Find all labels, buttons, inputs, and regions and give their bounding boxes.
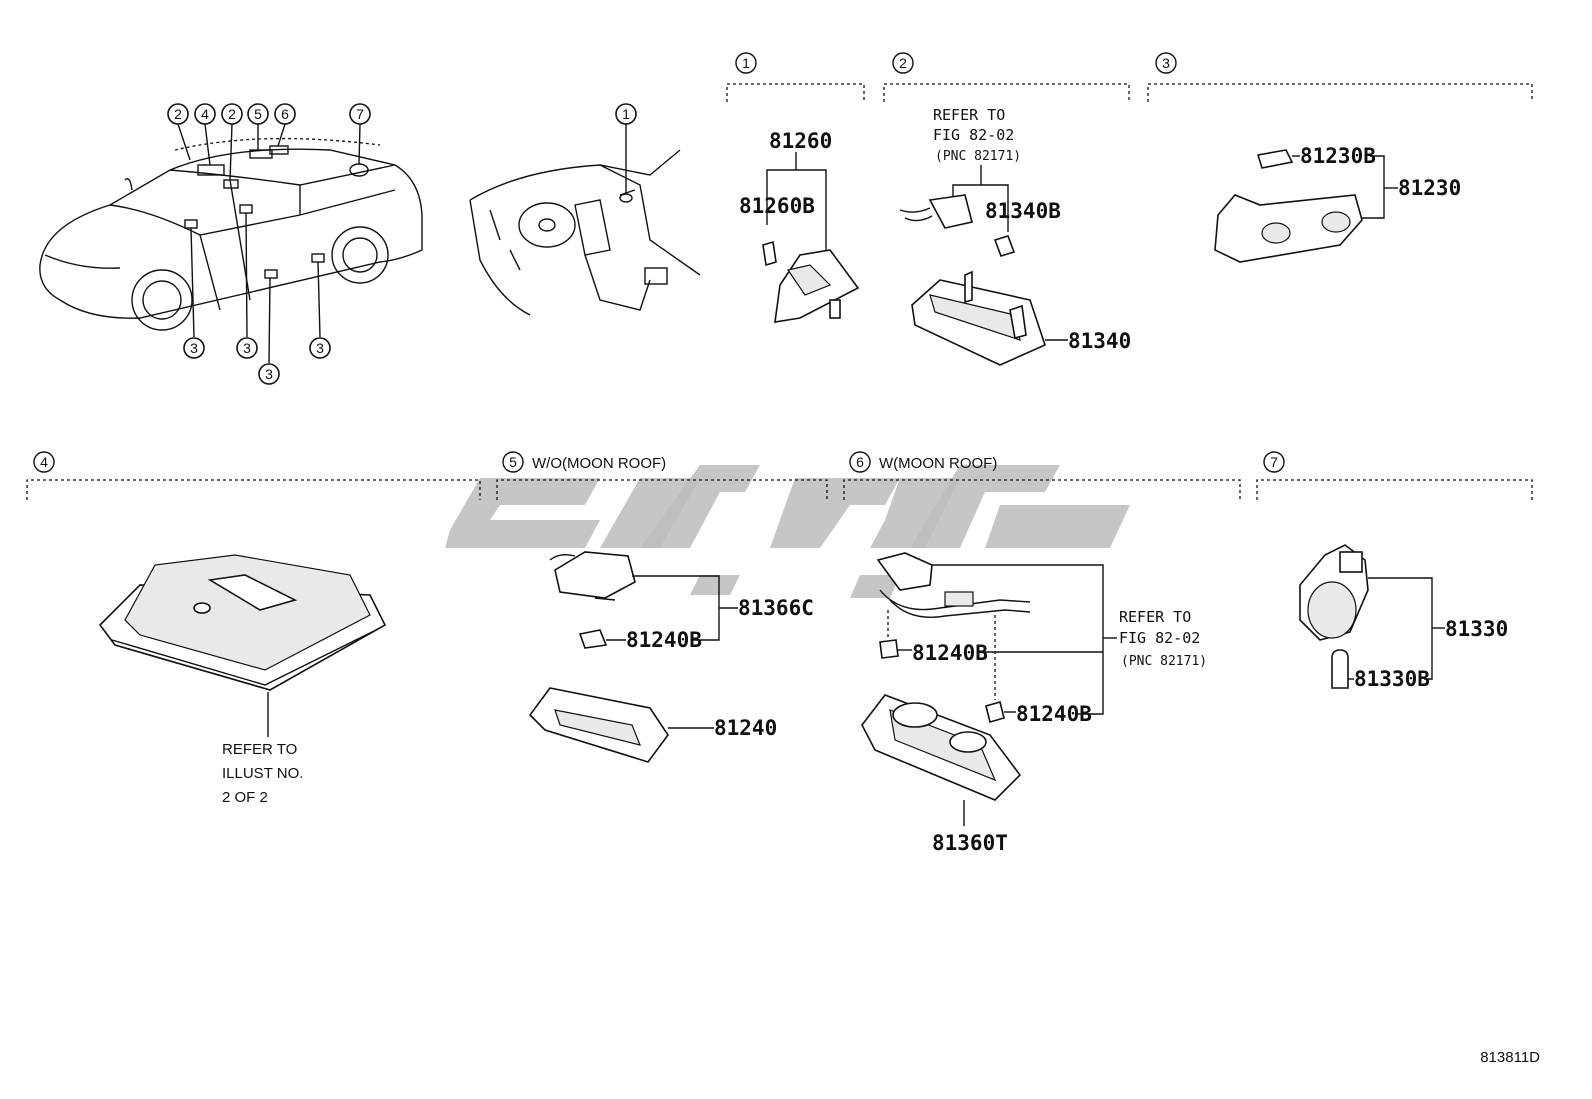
section-7-header: 7 — [1256, 451, 1533, 500]
part-81260: 81260 — [769, 129, 832, 153]
car-callout-10: 3 — [316, 340, 324, 356]
bulb-81240B-6b-shape — [985, 701, 1005, 723]
dash-callout: 1 — [622, 106, 630, 122]
car-overview-illustration — [39, 137, 423, 331]
part-81366C: 81366C — [738, 596, 814, 620]
refer-fig-2-line2: FIG 82-02 — [933, 126, 1014, 144]
car-callout-4: 5 — [254, 106, 262, 122]
car-callout-5: 6 — [281, 106, 289, 122]
bulb-81240B-5-shape — [578, 629, 608, 649]
dashboard-illustration: 1 — [469, 103, 701, 316]
section-2-number: 2 — [899, 55, 907, 71]
part-81240B-5: 81240B — [626, 628, 702, 652]
car-callout-7: 3 — [190, 340, 198, 356]
section-3-parts: 81230B 81230 — [1214, 144, 1461, 263]
section-6-number: 6 — [856, 454, 864, 470]
car-callout-1: 2 — [174, 106, 182, 122]
section-5-header: 5 W/O(MOON ROOF) — [496, 451, 828, 500]
bulb-81240B-6a-shape — [879, 639, 899, 659]
section-4-number: 4 — [40, 454, 48, 470]
refer-fig-6-line1: REFER TO — [1119, 608, 1191, 626]
bulb-81340B-shape — [993, 235, 1016, 257]
section-1-header: 1 — [726, 52, 865, 102]
part-81230B: 81230B — [1300, 144, 1376, 168]
part-81360T: 81360T — [932, 831, 1008, 855]
section-3-number: 3 — [1162, 55, 1170, 71]
car-callouts: 2 4 2 5 6 7 3 3 3 3 — [167, 103, 371, 385]
refer-illust-line1: REFER TO — [222, 741, 297, 758]
refer-fig-6-line3: (PNC 82171) — [1121, 654, 1207, 669]
section-5-parts: 81366C 81240B 81240 — [528, 551, 814, 763]
car-callout-2: 4 — [201, 106, 209, 122]
part-81330B: 81330B — [1354, 667, 1430, 691]
part-81260B: 81260B — [739, 194, 815, 218]
switch-81366C-shape — [554, 551, 636, 599]
switch-81360-shape — [876, 552, 933, 591]
section-1-number: 1 — [742, 55, 750, 71]
section-5-number: 5 — [509, 454, 517, 470]
part-81240B-6b: 81240B — [1016, 702, 1092, 726]
part-81230: 81230 — [1398, 176, 1461, 200]
section-7-number: 7 — [1270, 454, 1278, 470]
part-81340B: 81340B — [985, 199, 1061, 223]
bulb-81330B-shape — [1331, 649, 1349, 689]
section-6-header: 6 W(MOON ROOF) — [843, 451, 1241, 500]
section-4-parts: REFER TO ILLUST NO. 2 OF 2 — [98, 554, 387, 806]
car-callout-3: 2 — [228, 106, 236, 122]
section-3-header: 3 — [1147, 52, 1533, 102]
section-6-parts: 81240B 81240B REFER TO FIG 82-02 (PNC 82… — [861, 552, 1207, 855]
part-81240: 81240 — [714, 716, 777, 740]
car-callout-9: 3 — [265, 366, 273, 382]
part-81240B-6a: 81240B — [912, 641, 988, 665]
part-81340: 81340 — [1068, 329, 1131, 353]
diagram-id: 813811D — [1480, 1049, 1540, 1066]
refer-fig-6-line2: FIG 82-02 — [1119, 629, 1200, 647]
section-5-label: W/O(MOON ROOF) — [532, 455, 666, 472]
bulb-81260B-shape — [762, 240, 777, 267]
car-callout-8: 3 — [243, 340, 251, 356]
socket-81340-shape — [928, 194, 973, 229]
section-2-parts: REFER TO FIG 82-02 (PNC 82171) 81340B 81… — [899, 106, 1131, 366]
section-1-parts: 81260 81260B — [739, 129, 860, 323]
refer-illust-line2: ILLUST NO. — [222, 765, 303, 782]
section-6-label: W(MOON ROOF) — [879, 455, 997, 472]
section-2-header: 2 — [883, 52, 1130, 102]
refer-illust-line3: 2 OF 2 — [222, 789, 268, 806]
section-4-header: 4 — [26, 451, 481, 500]
car-callout-6: 7 — [356, 106, 364, 122]
watermark-logo — [445, 465, 1130, 598]
bulb-81230B-shape — [1256, 149, 1294, 169]
part-81330: 81330 — [1445, 617, 1508, 641]
refer-fig-2-line3: (PNC 82171) — [935, 149, 1021, 164]
section-7-parts: 81330 81330B — [1299, 544, 1508, 691]
refer-fig-2-line1: REFER TO — [933, 106, 1005, 124]
